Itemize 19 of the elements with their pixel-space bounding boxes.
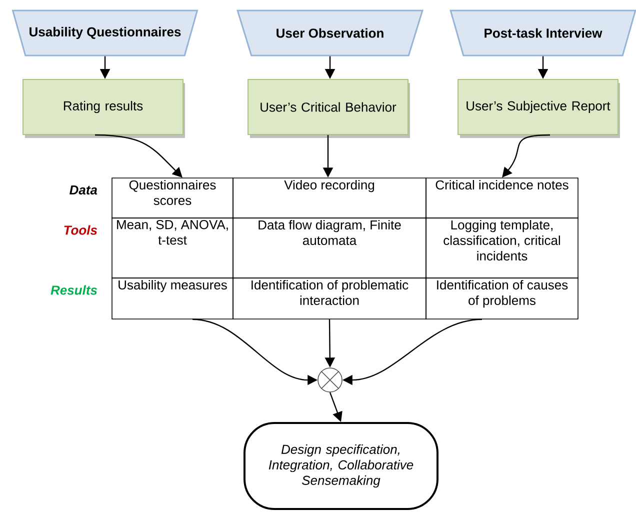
table-cell: Video recording — [232, 178, 426, 218]
table-cell: Logging template, classification, critical incidents — [426, 218, 578, 278]
table-cell: Identification of causes of problems — [426, 278, 578, 320]
source-trapezoid: User Observation — [236, 10, 424, 56]
table-cell: Critical incidence notes — [426, 178, 578, 218]
row-label: Tools — [64, 225, 98, 235]
process-box: User’s Critical Behavior — [248, 79, 410, 138]
row-label: Results — [50, 285, 98, 295]
table-cell: Data flow diagram, Finite automata — [232, 218, 426, 278]
table-cell: Mean, SD, ANOVA, t-test — [112, 218, 234, 278]
table-cell: Identification of problematic interaction — [232, 278, 426, 320]
terminal-box: Design specification, Integration, Collaborative Sensemaking — [244, 422, 438, 510]
process-box: User’s Subjective Report — [458, 79, 620, 138]
junction-circle — [318, 368, 342, 392]
table-cell: Questionnaires scores — [112, 178, 234, 218]
process-box: Rating results — [22, 79, 185, 138]
source-trapezoid: Post-task Interview — [450, 10, 636, 56]
row-label: Data — [70, 185, 98, 195]
table-cell: Usability measures — [112, 278, 234, 320]
